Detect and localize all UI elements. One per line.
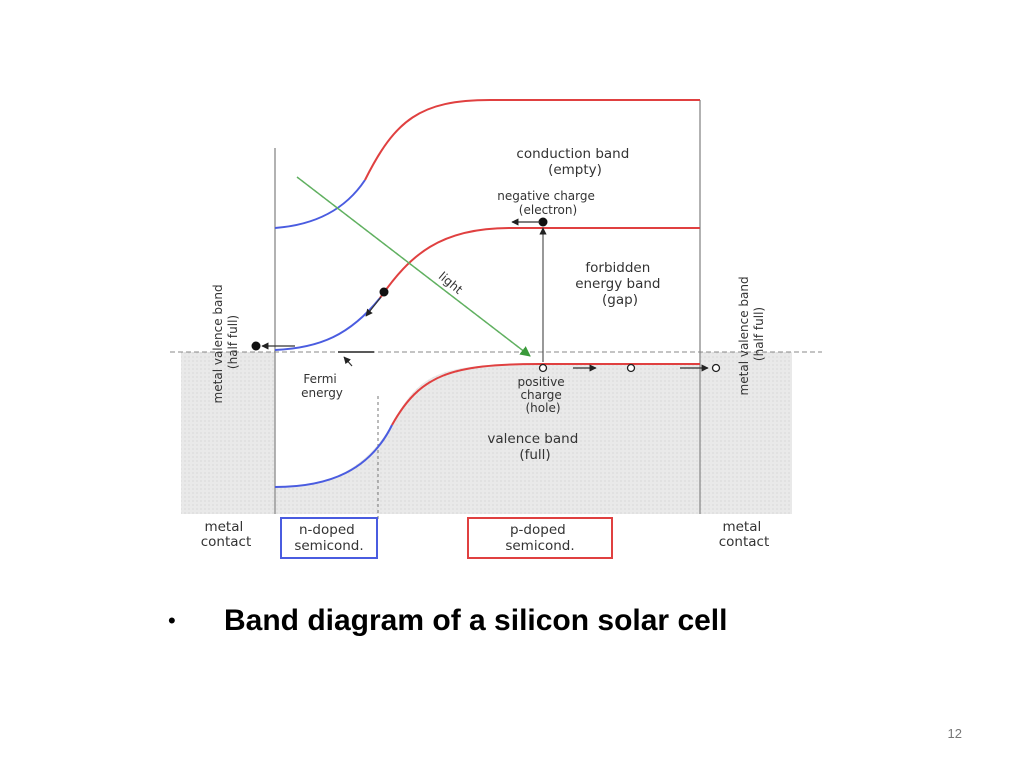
valence-band-edge-p	[391, 363, 700, 426]
light-label: light	[436, 269, 466, 297]
middle-band-edge-p	[379, 227, 700, 299]
hole-1	[538, 363, 548, 373]
metal-contact-right-label: metal contact	[719, 519, 770, 550]
fermi-energy-label: Fermi energy	[301, 372, 343, 400]
conduction-band-edge-n	[274, 179, 366, 229]
conduction-band-label: conduction band (empty)	[516, 146, 633, 178]
valence-band-edge-n	[274, 424, 393, 488]
n-doped-box	[280, 517, 378, 559]
slide-caption: Band diagram of a silicon solar cell	[224, 604, 728, 637]
semiconductor-valence-shade	[275, 364, 700, 514]
middle-band-edge-n	[274, 297, 381, 351]
band-diagram: conduction band (empty) negative charge …	[170, 99, 822, 559]
bullet-marker: •	[168, 608, 176, 633]
caption-row: • Band diagram of a silicon solar cell	[168, 604, 727, 638]
metal-valence-right-label: metal valence band (half full)	[737, 273, 766, 396]
electron-on-slope	[379, 287, 389, 297]
valence-band-label: valence band (full)	[487, 431, 582, 463]
n-doped-label: n-doped semicond.	[294, 522, 363, 554]
metal-contact-left-label: metal contact	[201, 519, 252, 550]
electron-dot	[538, 217, 548, 227]
positive-charge-label: positive charge (hole)	[518, 375, 569, 415]
electron-left-metal	[251, 341, 261, 351]
page-number: 12	[947, 726, 962, 741]
electron-slope-arrow	[365, 296, 382, 317]
p-doped-label: p-doped semicond.	[505, 522, 574, 554]
fermi-pointer-arrow	[343, 356, 353, 367]
filled-regions	[181, 352, 792, 514]
hole-2	[626, 363, 636, 373]
hole-3	[711, 363, 721, 373]
negative-charge-label: negative charge (electron)	[497, 189, 598, 217]
p-doped-box	[467, 517, 613, 559]
conduction-band-edge-p	[364, 99, 700, 181]
metal-valence-left-label: metal valence band (half full)	[211, 281, 240, 404]
light-ray	[296, 176, 531, 357]
forbidden-band-label: forbidden energy band (gap)	[575, 260, 665, 308]
left-metal-shade	[181, 352, 275, 514]
right-metal-shade	[700, 352, 792, 514]
